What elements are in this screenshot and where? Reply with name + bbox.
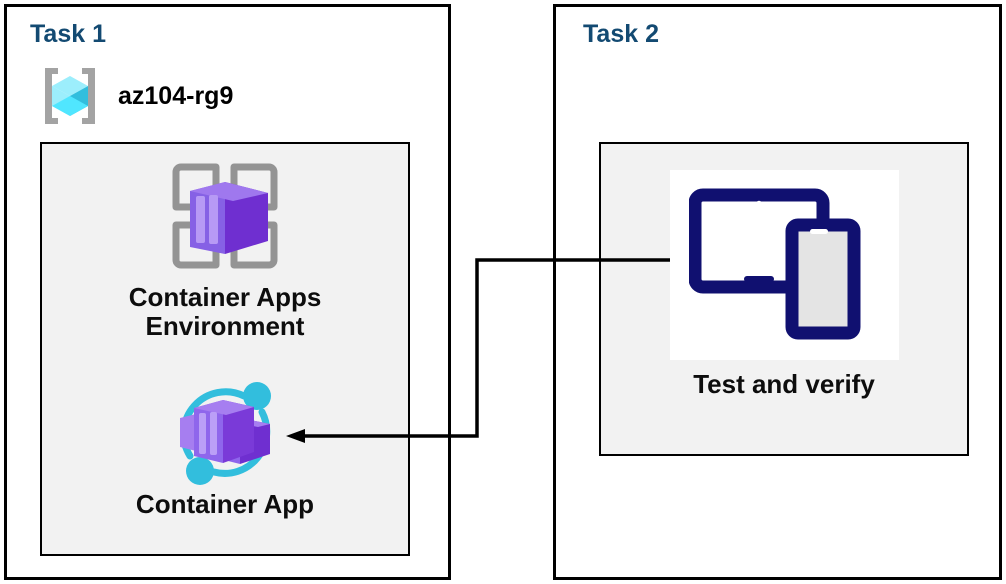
resource-group-icon <box>45 68 95 124</box>
test-and-verify-devices-icon <box>689 188 861 340</box>
container-app-label: Container App <box>135 489 315 519</box>
test-and-verify-label: Test and verify <box>693 369 875 399</box>
container-app-block: Container App <box>40 372 410 519</box>
container-apps-environment-icon <box>172 163 278 269</box>
container-apps-environment-block: Container Apps Environment <box>40 155 410 341</box>
test-and-verify-icon-plate <box>669 170 899 360</box>
resource-group-label: az104-rg9 <box>118 81 234 110</box>
test-and-verify-block: Test and verify <box>599 170 969 399</box>
resource-group-header: az104-rg9 <box>36 62 233 130</box>
container-app-icon <box>180 382 271 485</box>
task-2-title: Task 2 <box>583 20 659 48</box>
container-apps-environment-label: Container Apps Environment <box>128 282 322 342</box>
task-1-title: Task 1 <box>30 20 106 48</box>
